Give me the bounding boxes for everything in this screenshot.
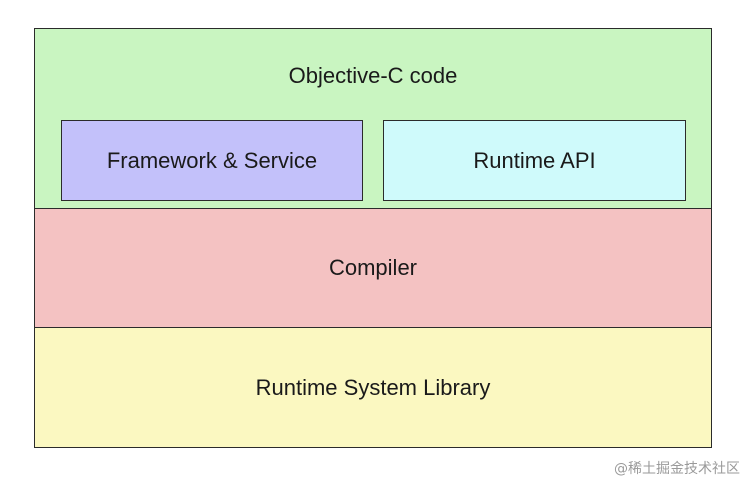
runtime-system-library-label: Runtime System Library	[255, 374, 491, 400]
framework-service-label: Framework & Service	[106, 147, 318, 173]
runtime-api-box: Runtime API	[383, 120, 686, 201]
runtime-api-label: Runtime API	[473, 147, 596, 173]
objective-c-code-label: Objective-C code	[288, 63, 458, 88]
framework-service-box: Framework & Service	[61, 120, 363, 201]
compiler-layer: Compiler	[34, 208, 712, 328]
objective-c-code-layer: Objective-C code Framework & Service Run…	[34, 28, 712, 209]
watermark-text: @稀土掘金技术社区	[614, 461, 740, 477]
runtime-system-library-layer: Runtime System Library	[34, 327, 712, 448]
compiler-label: Compiler	[328, 255, 418, 280]
